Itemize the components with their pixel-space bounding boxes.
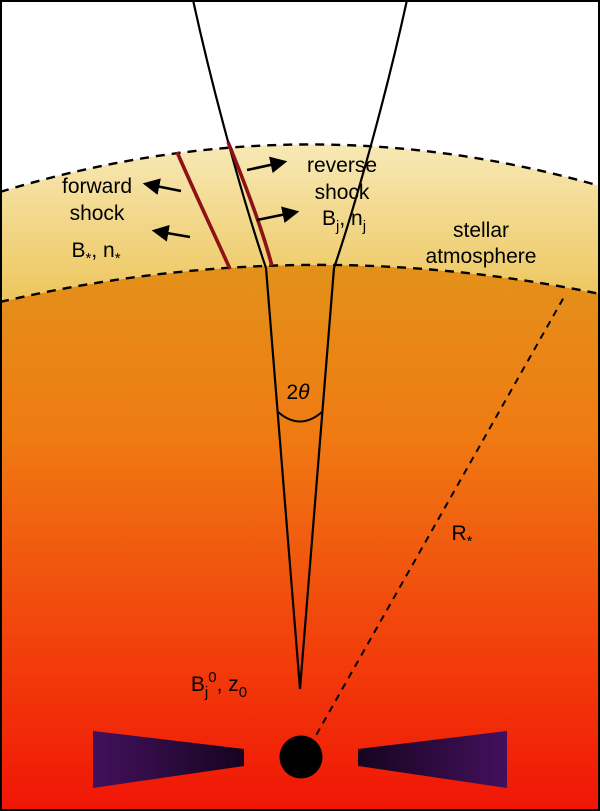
label-stellar-atmosphere-line1: stellar: [453, 219, 509, 242]
label-forward-shock-line2: shock: [70, 202, 125, 225]
jet-right-wall: [332, 0, 409, 269]
jet-cone-left: [264, 267, 302, 690]
atmosphere-lower-boundary-dashed: [0, 263, 600, 304]
stellar-radius-dashed-line: [309, 296, 565, 747]
reverse-shock-arrow-icon: [256, 206, 300, 223]
forward-shock-arrow-icon: [151, 224, 191, 242]
jet-cone-right: [298, 267, 336, 690]
label-reverse-shock-line2: shock: [315, 181, 370, 204]
label-ambient-field-density: B*, n*: [71, 239, 120, 267]
atmosphere-upper-boundary-dashed: [0, 143, 600, 194]
jet-opening-angle-arc: [277, 411, 323, 423]
forward-shock-arrow-icon: [142, 178, 182, 195]
label-stellar-atmosphere-line2: atmosphere: [426, 245, 537, 268]
label-jet-field-density: Bj, nj: [322, 207, 366, 235]
accretion-disk-left: [93, 731, 244, 788]
stellar-interior-region: [0, 264, 600, 811]
reverse-shock-line: [226, 141, 274, 267]
accretion-disk-right: [358, 731, 507, 788]
label-opening-angle: 2θ: [286, 381, 310, 404]
label-stellar-radius: R*: [451, 522, 472, 550]
forward-shock-line: [175, 151, 232, 270]
label-reverse-shock-line1: reverse: [307, 154, 377, 177]
label-jet-base-field-height: Bj0, z0: [191, 669, 247, 701]
reverse-shock-arrow-icon: [246, 156, 288, 174]
compact-object: [279, 735, 323, 779]
label-forward-shock-line1: forward: [62, 175, 132, 198]
